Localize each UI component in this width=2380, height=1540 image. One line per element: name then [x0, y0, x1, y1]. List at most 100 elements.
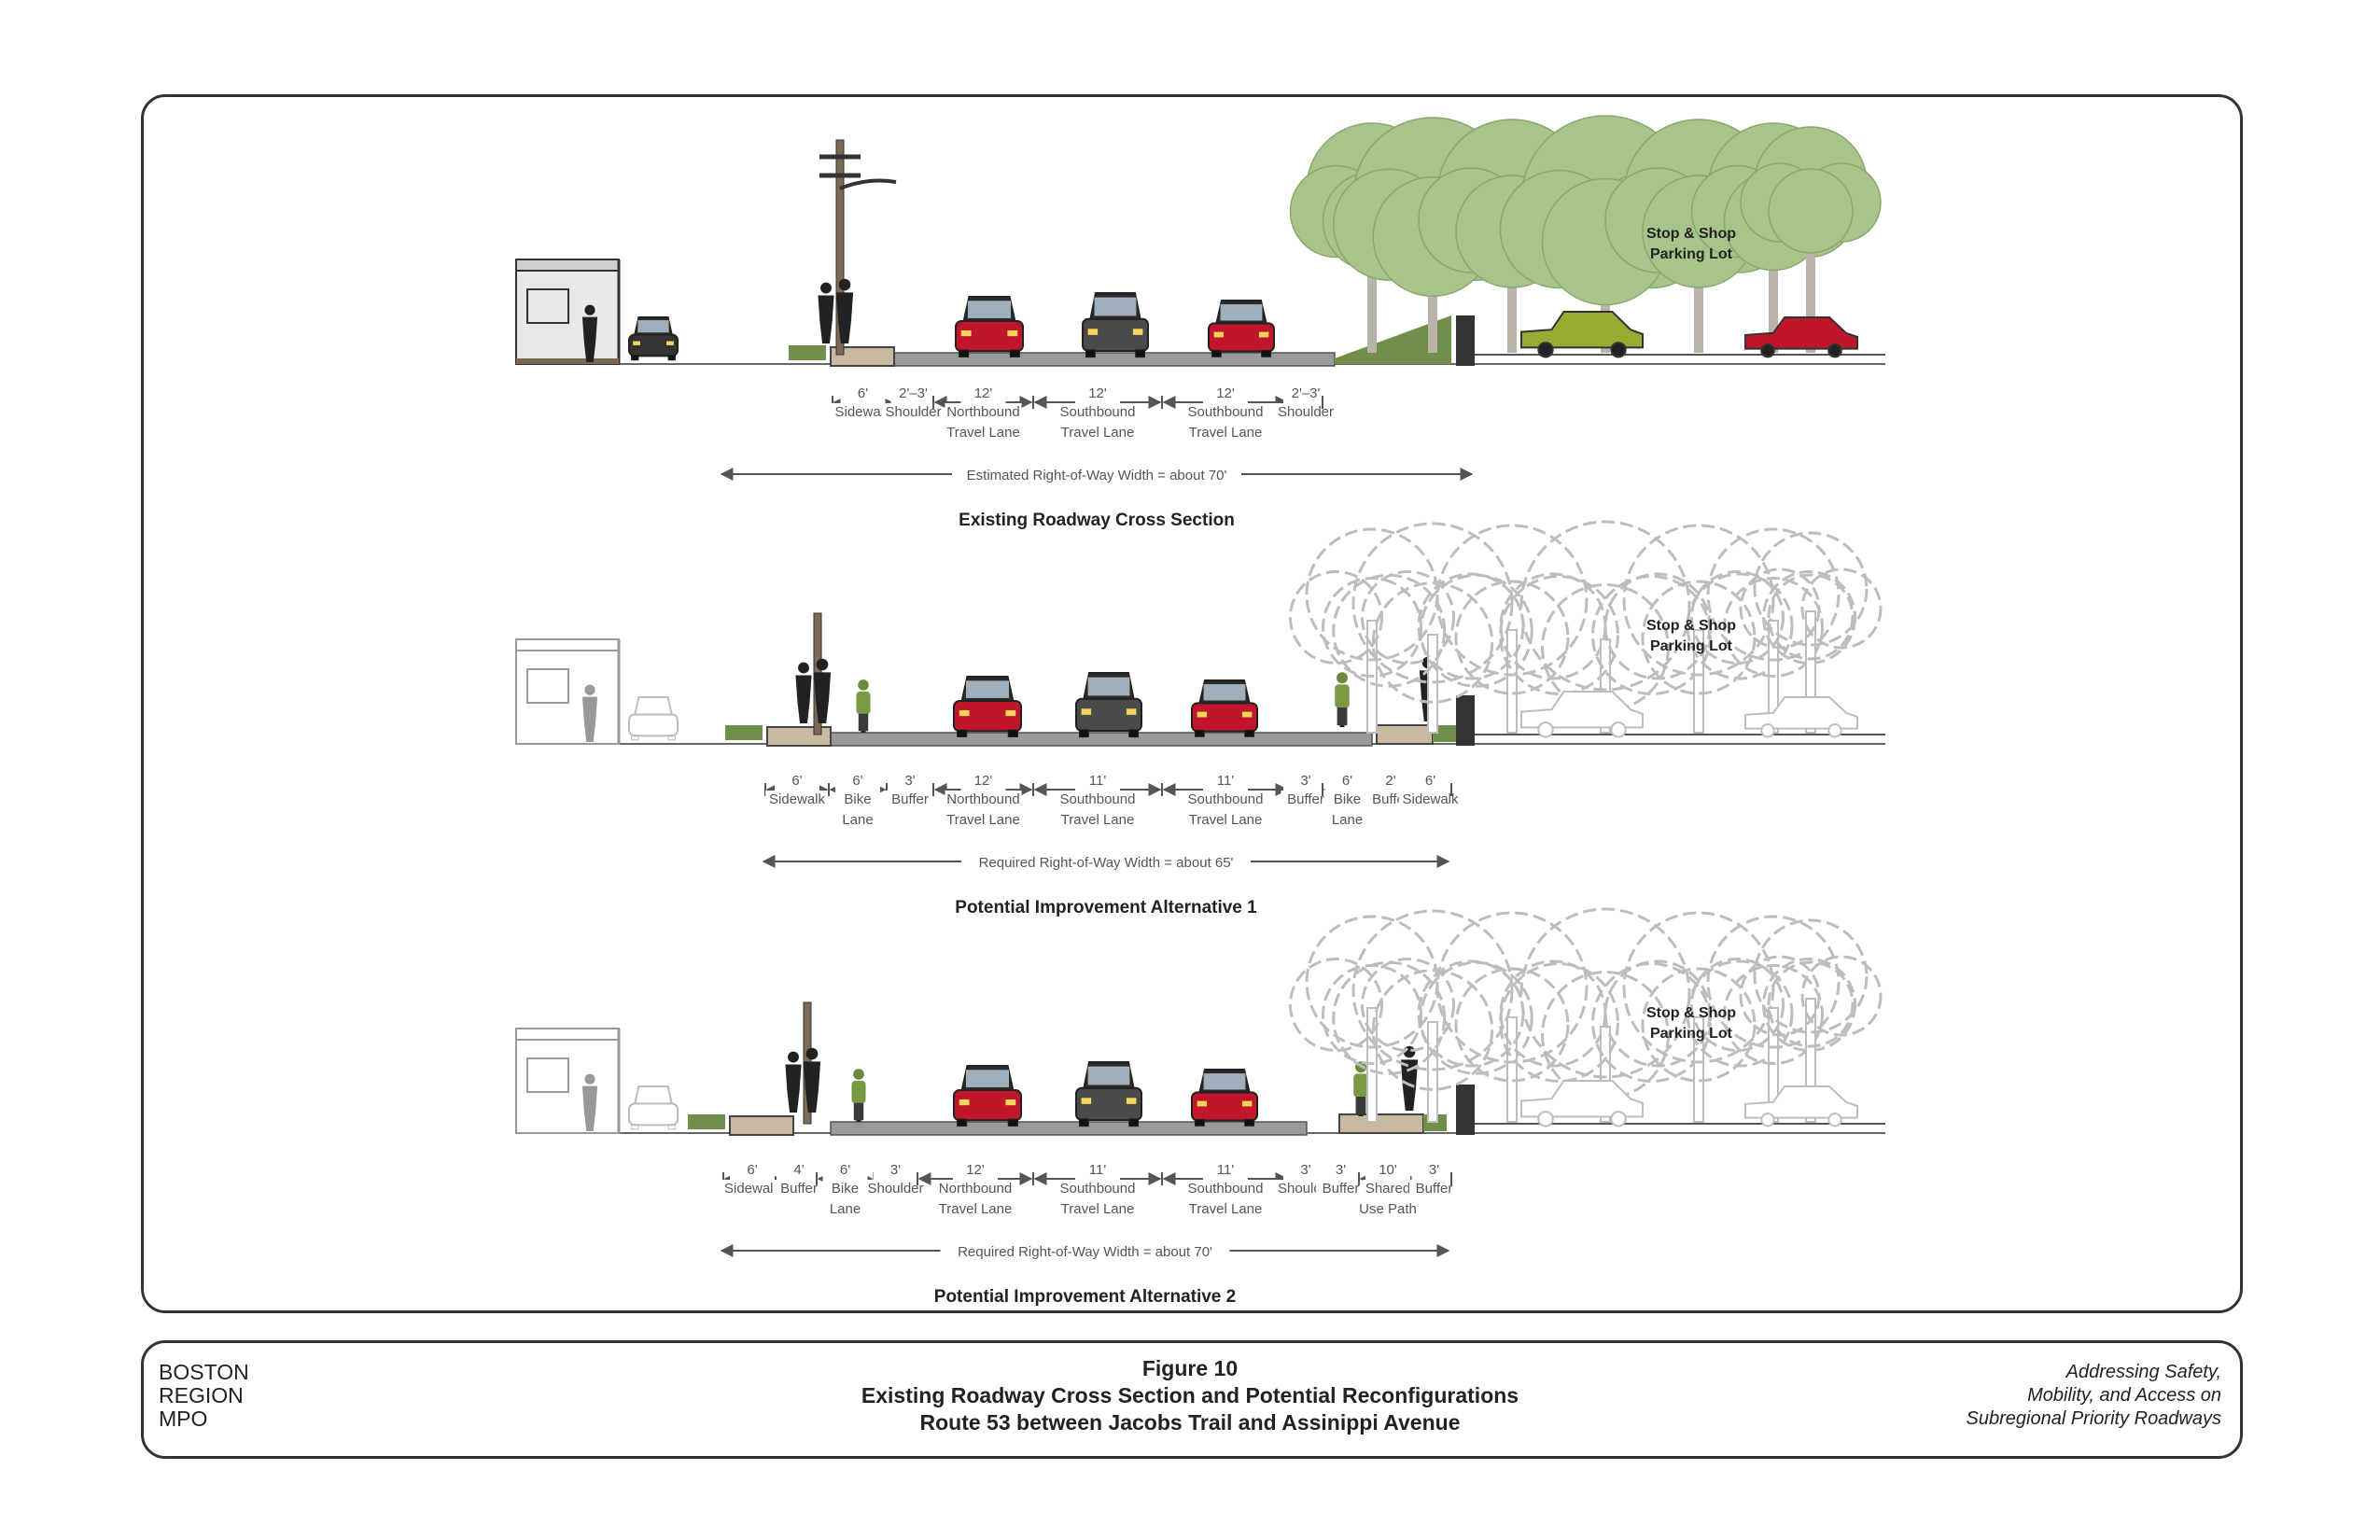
- dimension-name: Shoulder: [885, 404, 941, 420]
- grass-strip: [789, 345, 826, 360]
- dimension-width: 12': [1216, 385, 1235, 401]
- sidewalk: [729, 1115, 794, 1136]
- dimension-name: Buffer: [1323, 1181, 1360, 1197]
- dimension-name: Use Path: [1359, 1201, 1417, 1217]
- cyclist-icon: [851, 1069, 866, 1122]
- dimension-label: 3'Buffer: [885, 773, 935, 807]
- pedestrian-icon: [581, 304, 598, 362]
- right-of-way-label: Estimated Right-of-Way Width = about 70': [952, 463, 1241, 483]
- retaining-wall: [1456, 1085, 1475, 1135]
- pedestrian-icon: [1400, 1045, 1419, 1111]
- dimension-label: 6'Sidewalk: [765, 773, 829, 807]
- dimension-name: Shoulder: [867, 1181, 923, 1197]
- car-icon: [1075, 1061, 1142, 1127]
- sidewalk-right: [1338, 1113, 1424, 1134]
- dimension-label: 3' Buffer: [1408, 1162, 1460, 1197]
- dimension-name: Travel Lane: [1189, 1201, 1263, 1217]
- dimension-width: 11': [1217, 1162, 1235, 1178]
- pedestrian-icon: [795, 662, 812, 723]
- pedestrian-icon: [581, 684, 598, 742]
- dimension-name: Travel Lane: [946, 425, 1020, 441]
- dimension-name: Southbound: [1060, 1181, 1136, 1197]
- dimension-width: 2'–3': [899, 385, 928, 401]
- dimension-width: 6': [858, 385, 868, 401]
- dimension-name: Northbound: [946, 404, 1019, 420]
- tree-icon: [1332, 522, 1533, 734]
- footer-frame: [141, 1340, 2243, 1459]
- side-car-icon: [1744, 316, 1858, 358]
- section-title: Existing Roadway Cross Section: [959, 511, 1235, 530]
- retaining-wall: [1456, 315, 1475, 366]
- parking-label-line: Parking Lot: [1650, 638, 1733, 654]
- dimension-name: Travel Lane: [1061, 425, 1135, 441]
- dimension-width: 3': [1429, 1162, 1439, 1178]
- right-of-way-label: Required Right-of-Way Width = about 70': [940, 1239, 1230, 1260]
- figure-number: Figure 10: [1141, 1356, 1239, 1380]
- dimension-name: Southbound: [1188, 1181, 1264, 1197]
- dimension-name: Bike: [832, 1181, 859, 1197]
- pedestrian-icon: [785, 1051, 802, 1113]
- dimension-width: 4': [793, 1162, 804, 1178]
- dimension-name: Lane: [842, 812, 873, 828]
- dimension-name: Southbound: [1060, 404, 1136, 420]
- dimension-width: 11': [1089, 773, 1107, 789]
- dimension-width: 11': [1217, 773, 1235, 789]
- dimension-label: 3'Buffer: [1315, 1162, 1366, 1197]
- parking-label-line: Stop & Shop: [1646, 618, 1736, 634]
- tree-icon: [1739, 531, 1883, 734]
- cyclist-icon: [856, 679, 871, 733]
- footer-org: BOSTON REGION MPO: [159, 1360, 249, 1431]
- dimension-name: Travel Lane: [1189, 425, 1263, 441]
- footer-study: Addressing Safety, Mobility, and Access …: [1966, 1362, 2221, 1429]
- dimension-name: Southbound: [1060, 791, 1136, 807]
- dimension-name: Buffer: [780, 1181, 818, 1197]
- side-car-icon: [1520, 691, 1644, 738]
- dimension-name: Southbound: [1188, 404, 1264, 420]
- tree-icon: [1690, 527, 1856, 734]
- right-of-way-text: Required Right-of-Way Width = about 70': [958, 1244, 1212, 1260]
- car-icon: [1082, 292, 1149, 358]
- dimension-name: Sidewalk: [724, 1181, 781, 1197]
- bus-shelter-icon: [515, 638, 621, 745]
- dimension-name: Buffer: [1416, 1181, 1453, 1197]
- streetlight-arm: [839, 178, 897, 190]
- right-of-way-label: Required Right-of-Way Width = about 65': [961, 850, 1251, 871]
- dimension-width: 2'–3': [1292, 385, 1321, 401]
- tree-icon: [1289, 915, 1455, 1123]
- parking-label-line: Parking Lot: [1650, 1026, 1733, 1042]
- dimension-width: 12': [966, 1162, 985, 1178]
- dimension-name: Shoulder: [1278, 404, 1334, 420]
- tree-icon: [1739, 918, 1883, 1123]
- car-icon: [628, 1085, 679, 1130]
- figure-title-line2: Route 53 between Jacobs Trail and Assini…: [919, 1410, 1461, 1435]
- dimension-name: Travel Lane: [946, 812, 1020, 828]
- roadway: [830, 1121, 1308, 1136]
- dimension-label: 4' Buffer: [774, 1162, 824, 1197]
- dimension-name: Shared: [1365, 1181, 1410, 1197]
- right-of-way-text: Estimated Right-of-Way Width = about 70': [967, 468, 1227, 483]
- sidewalk-right: [1376, 724, 1434, 745]
- bus-shelter-icon: [515, 259, 621, 365]
- car-icon: [628, 696, 679, 741]
- dimension-width: 11': [1089, 1162, 1107, 1178]
- dimension-label: 3'Buffer: [1281, 773, 1331, 807]
- dimension-name: Northbound: [946, 791, 1019, 807]
- roadway: [828, 732, 1373, 747]
- dimension-width: 10': [1379, 1162, 1397, 1178]
- side-car-icon: [1520, 311, 1644, 358]
- tree-icon: [1740, 126, 1882, 353]
- cyclist-icon: [1353, 1061, 1368, 1116]
- dimension-name: Southbound: [1188, 791, 1264, 807]
- dimension-width: 6': [840, 1162, 850, 1178]
- retaining-wall: [1456, 695, 1475, 746]
